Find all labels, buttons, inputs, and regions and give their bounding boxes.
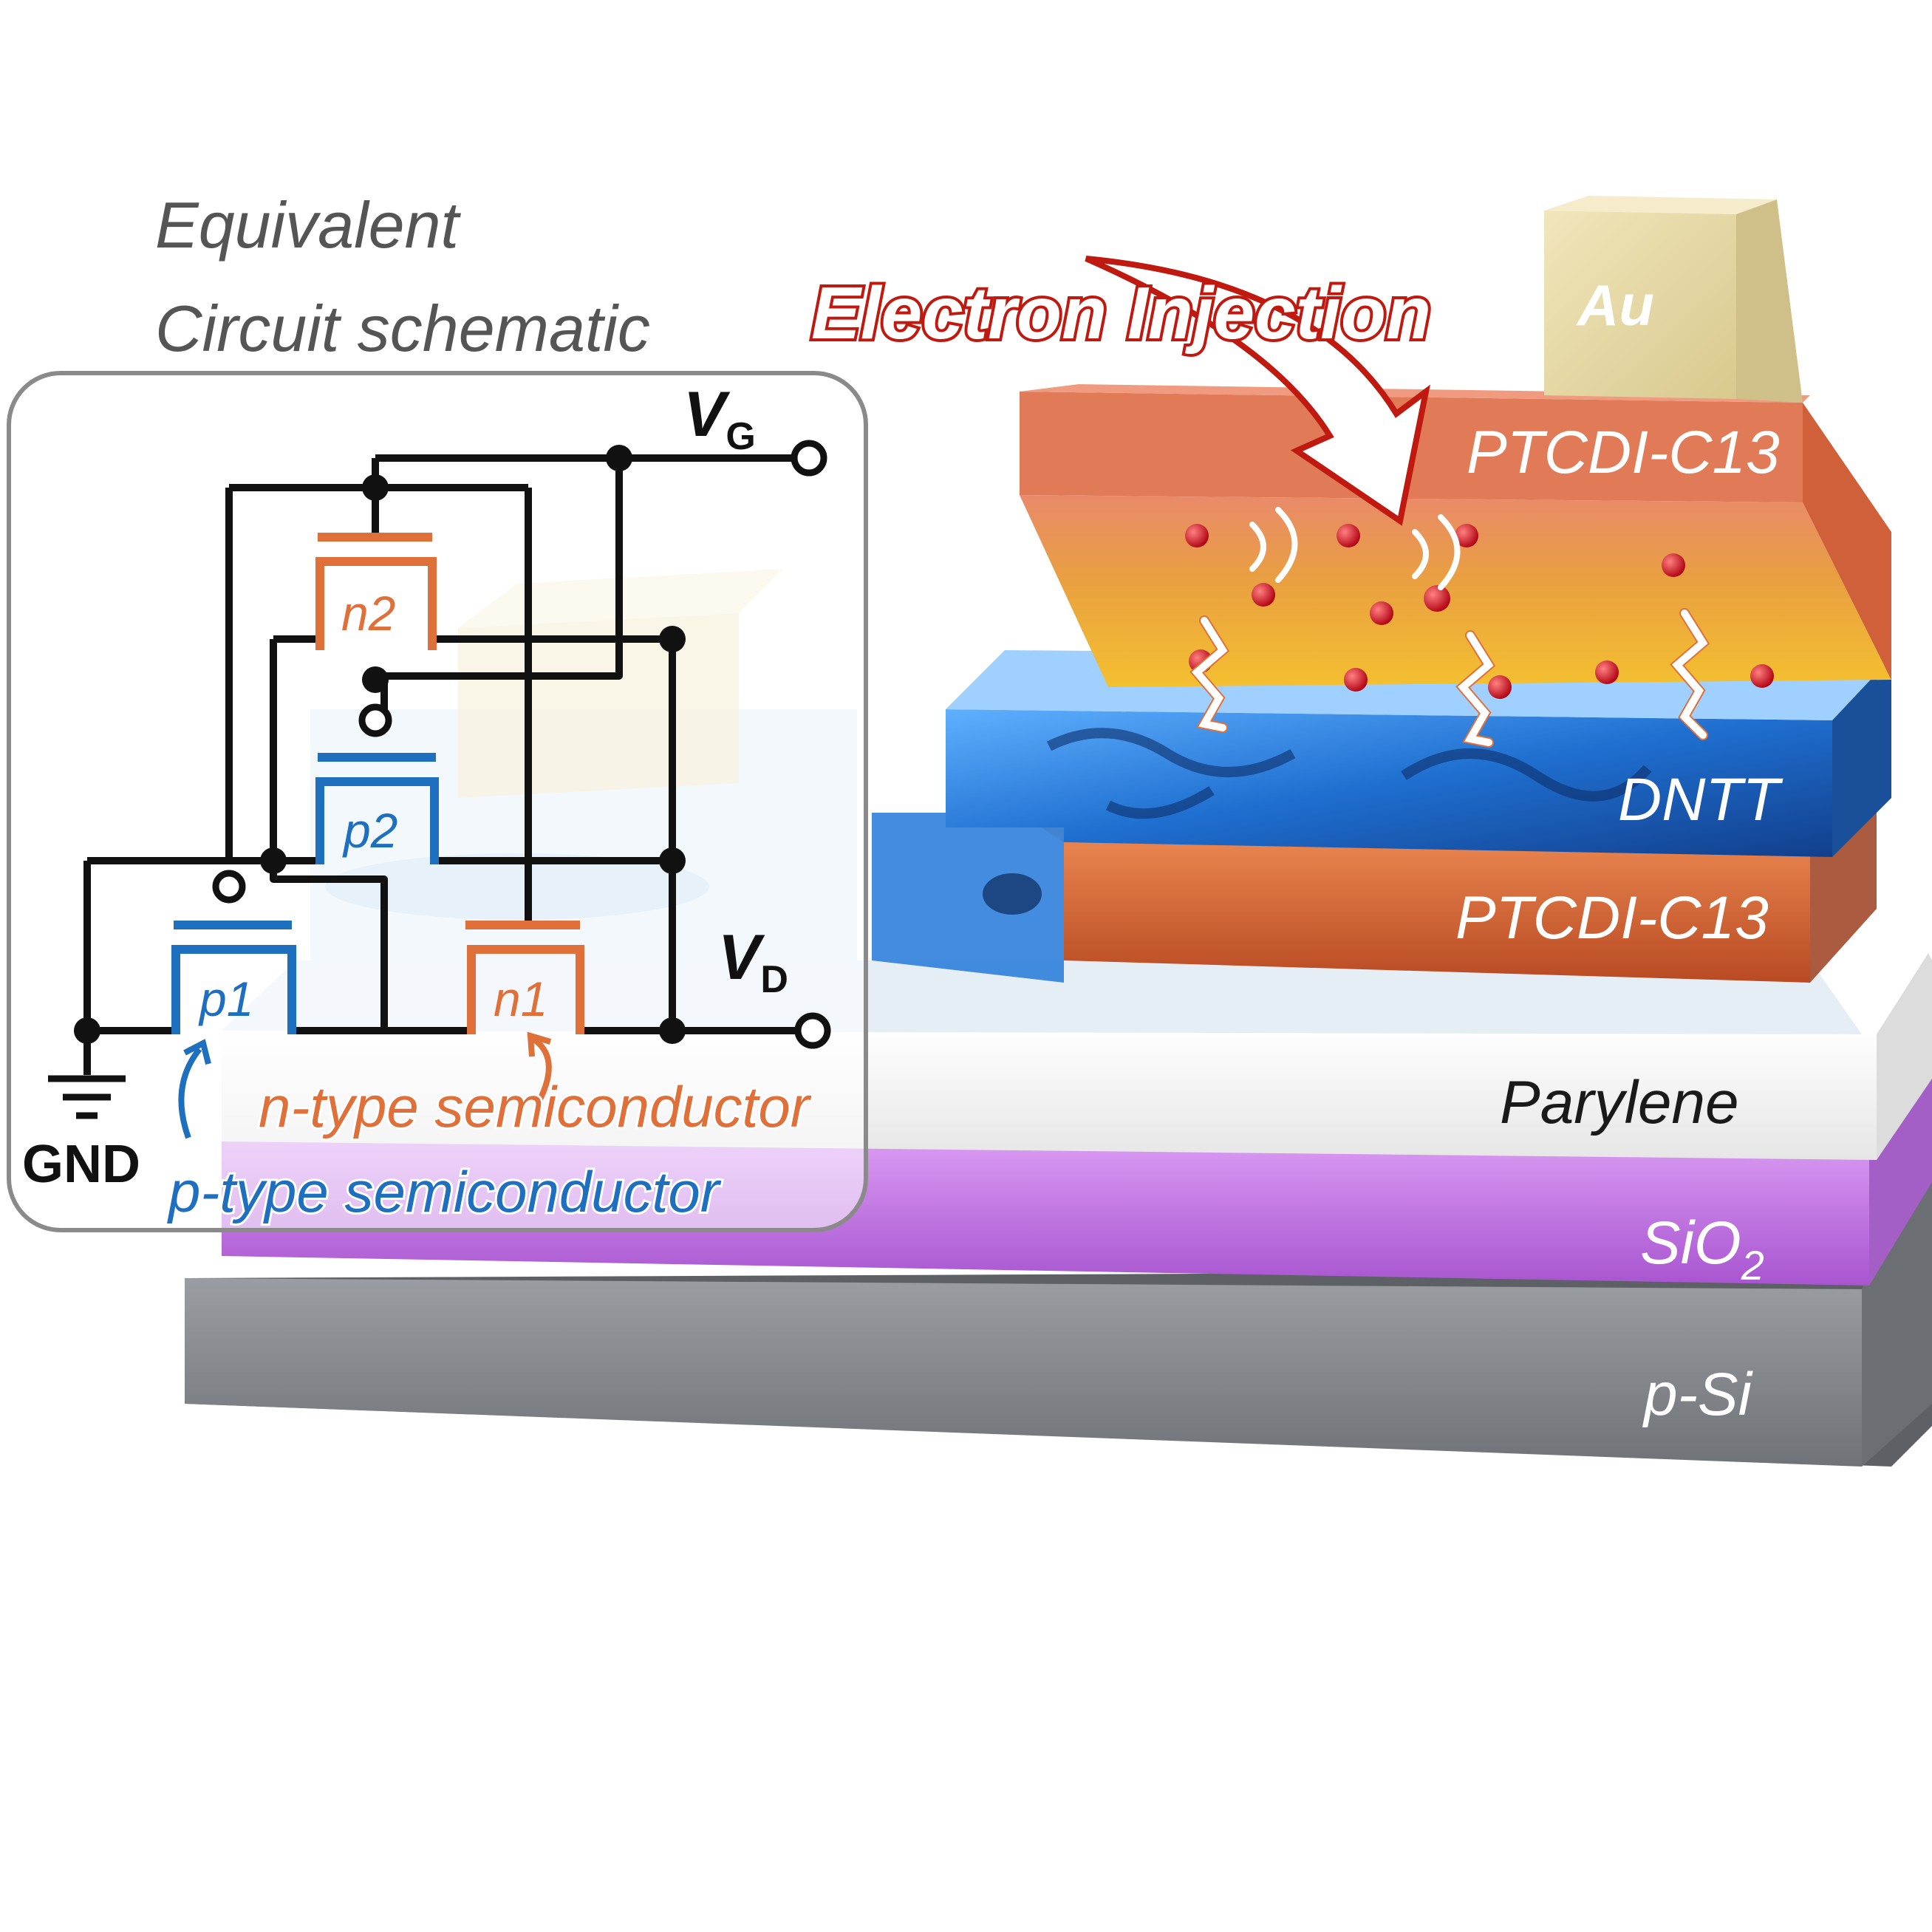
label-n-type: n-type semiconductor: [259, 1074, 812, 1139]
transistor-n1: [465, 921, 584, 1034]
schematic-title-line1: Equivalent: [155, 188, 462, 262]
transistor-n2: [315, 533, 437, 650]
transistor-p2: [315, 753, 439, 864]
label-electron-injection: Electron Injection: [811, 272, 1431, 355]
schematic-title-line2: Circuit schematic: [155, 292, 650, 365]
label-psi: p-Si: [1642, 1361, 1754, 1428]
label-n2: n2: [341, 586, 395, 641]
terminals: [212, 440, 831, 1049]
vg-terminal: [791, 440, 827, 477]
label-sio2: SiO2: [1640, 1209, 1764, 1288]
injection-arrows: [1189, 507, 1710, 748]
ground-icon: [48, 1075, 126, 1119]
label-n1: n1: [494, 972, 547, 1026]
label-p-type: p-type semiconductor: [167, 1159, 722, 1224]
p1-gate-bubble: [212, 870, 246, 904]
label-dntt: DNTT: [1618, 766, 1783, 833]
junction-dots: [74, 445, 686, 1044]
label-vd-main: V: [718, 922, 765, 993]
label-gnd: GND: [22, 1135, 140, 1194]
label-vd: VD: [718, 922, 788, 1001]
label-vg-sub: G: [726, 415, 755, 458]
label-parylene: Parylene: [1500, 1069, 1739, 1136]
label-p1: p1: [198, 972, 253, 1026]
label-sio2-sub: 2: [1741, 1242, 1764, 1288]
layer-au: [1544, 196, 1803, 403]
layer-psi: [185, 1153, 1932, 1467]
label-vd-sub: D: [760, 958, 788, 1001]
transistor-p1: [171, 921, 296, 1034]
injection-main-arrow: [1085, 256, 1430, 526]
electrons: [1185, 524, 1774, 699]
pointer-arrows: [178, 1031, 552, 1139]
label-ptcdi-bottom: PTCDI-C13: [1455, 884, 1769, 952]
label-au: Au: [1576, 273, 1654, 338]
label-sio2-main: SiO: [1640, 1209, 1741, 1277]
label-p2: p2: [342, 803, 397, 858]
label-vg-main: V: [683, 379, 731, 450]
vd-terminal: [794, 1012, 831, 1049]
label-vg: VG: [683, 379, 756, 458]
p2-gate-bubble: [358, 703, 392, 737]
schematic-inset: Equivalent Circuit schematic: [7, 188, 868, 1232]
label-ptcdi-top: PTCDI-C13: [1467, 419, 1780, 486]
